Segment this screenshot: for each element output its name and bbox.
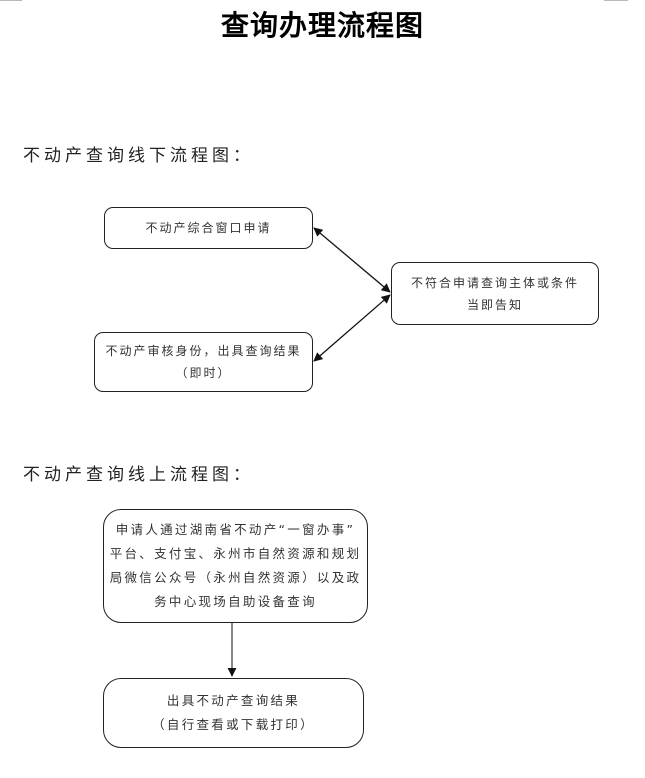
node-text: 务中心现场自助设备查询 — [154, 594, 317, 609]
edge-verify-result-reject-notice — [313, 294, 391, 362]
edge-window-apply-reject-notice — [313, 227, 391, 293]
node-text: 当即告知 — [466, 297, 523, 312]
node-text: 不动产审核身份，出具查询结果 — [105, 344, 302, 358]
page-corner-mark-left — [0, 0, 22, 1]
node-text: 不符合申请查询主体或条件 — [410, 275, 579, 290]
node-verify-result: 不动产审核身份，出具查询结果 （即时） — [94, 332, 313, 392]
node-text: （即时） — [175, 366, 232, 380]
node-issue-result: 出具不动产查询结果 （自行查看或下载打印） — [103, 678, 364, 748]
node-window-apply: 不动产综合窗口申请 — [104, 207, 313, 249]
node-text: 平台、支付宝、永州市自然资源和规划 — [109, 546, 362, 561]
page-title: 查询办理流程图 — [220, 9, 424, 42]
node-text: 申请人通过湖南省不动产“一窗办事” — [115, 522, 356, 537]
node-reject-notice: 不符合申请查询主体或条件 当即告知 — [391, 262, 599, 325]
node-text: （自行查看或下载打印） — [152, 717, 315, 732]
node-apply-channels: 申请人通过湖南省不动产“一窗办事” 平台、支付宝、永州市自然资源和规划 局微信公… — [103, 509, 368, 623]
node-text: 不动产综合窗口申请 — [145, 221, 272, 235]
node-text: 出具不动产查询结果 — [166, 693, 301, 708]
node-text: 局微信公众号（永州自然资源）以及政 — [109, 570, 362, 585]
page-corner-mark-right — [604, 0, 628, 1]
offline-flow-heading: 不动产查询线下流程图： — [23, 146, 254, 166]
online-flow-heading: 不动产查询线上流程图： — [23, 465, 254, 485]
